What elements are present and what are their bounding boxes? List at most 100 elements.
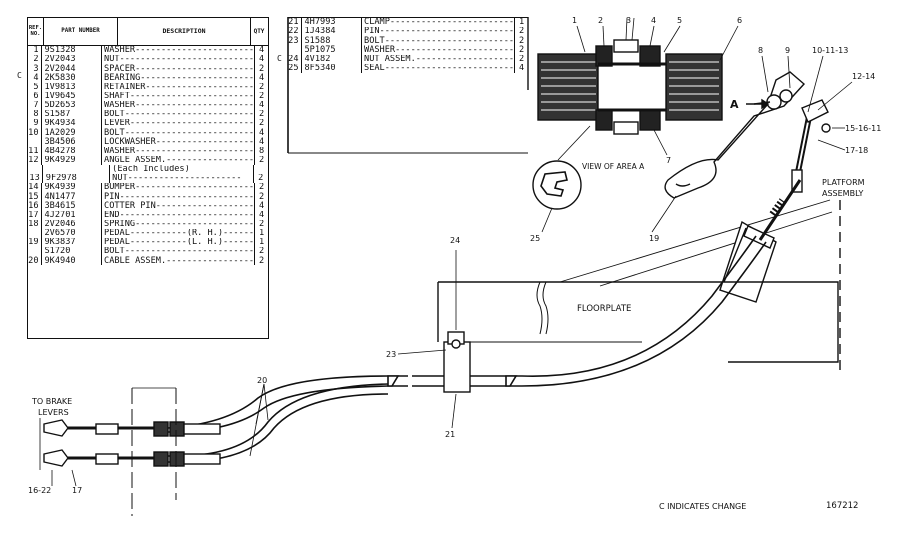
brake-levers-label-1: TO BRAKE [32,397,73,406]
row-description: (Each Includes) [112,164,190,174]
row-ref: 14 [28,183,42,193]
row-ref: 16 [28,201,42,211]
row-description: PEDAL-----------(L. H.)------ [104,237,255,248]
row-ref: 2 [28,55,42,65]
row-part-number: 9K3837 [42,237,103,248]
table-row: (Each Includes) [28,164,268,174]
row-qty: 2 [254,183,268,193]
callout-25: 25 [530,234,541,243]
row-description: END-------------------------- [104,210,255,220]
header-part: PART NUMBER [44,18,118,45]
row-description: WASHER----------------------- [104,100,255,110]
row-part-number: 3B4615 [42,201,103,211]
parts-table-header: REF. NO. PART NUMBER DESCRIPTION QTY [28,18,268,46]
row-qty: 2 [254,192,268,202]
row-description: ANGLE ASSEM.----------------- [104,155,255,165]
row-ref: 21 [288,18,302,28]
row-qty [252,164,268,174]
row-qty: 2 [514,45,528,55]
row-qty: 4 [254,210,268,220]
row-ref: 5 [28,82,42,92]
row-ref: 20 [28,256,42,266]
row-part-number: 2V2044 [42,64,103,74]
row-description: COTTER PIN------------------- [104,201,255,211]
row-part-number: S1720 [42,247,103,257]
row-qty: 2 [254,155,268,165]
row-description: SHAFT------------------------ [104,91,255,101]
floorplate-label: FLOORPLATE [577,304,632,314]
row-description: LOCKWASHER------------------- [104,137,255,147]
row-ref: 22 [288,27,302,37]
cable-bracket [719,179,802,303]
row-description: WASHER----------------------- [104,46,255,56]
row-description: CABLE ASSEM.----------------- [104,256,255,266]
row-part-number: 9K4939 [42,183,103,193]
row-qty: 2 [254,82,268,92]
callout-1: 1 [572,16,578,25]
row-description: NUT ASSEM.------------------- [364,54,515,64]
change-mark: C [17,71,22,81]
row-part-number: 9S1328 [42,46,103,56]
callout-17-18: 17-18 [845,146,869,155]
row-qty: 2 [254,109,268,120]
row-qty: 4 [254,201,268,211]
row-part-number: 4J2701 [42,210,103,220]
row-qty: 1 [254,237,268,248]
callout-16-22: 16-22 [28,486,52,495]
row-qty: 1 [254,228,268,238]
row-ref: 9 [28,119,42,129]
row-ref: 4 [28,73,42,83]
row-description: SPRING----------------------- [104,219,255,229]
callout-17-bottom: 17 [72,486,83,495]
row-part-number: 9K4934 [42,119,103,129]
row-qty: 2 [252,173,268,184]
row-part-number: 2K5830 [42,73,103,83]
row-qty: 2 [254,219,268,229]
callout-24: 24 [450,236,461,245]
callout-3: 3 [626,16,632,25]
callout-8: 8 [758,46,764,55]
row-ref [28,228,42,238]
row-ref [28,137,42,147]
row-ref: 17 [28,210,42,220]
row-description: SPACER----------------------- [104,64,255,74]
row-part-number: 1V9645 [42,91,103,101]
row-qty: 4 [254,55,268,65]
callout-12-14: 12-14 [852,72,876,81]
callout-2: 2 [598,16,604,25]
brake-pedal [664,71,806,199]
row-qty: 4 [254,128,268,138]
callout-9: 9 [785,46,791,55]
row-part-number: 4N1477 [42,192,103,202]
row-description: PIN-------------------------- [364,27,515,37]
row-ref: 15 [28,192,42,202]
cable-end-fittings [39,418,221,487]
row-description: LEVER------------------------ [104,119,255,129]
row-qty: 2 [254,119,268,129]
change-note: C INDICATES CHANGE [659,502,747,511]
row-ref: 7 [28,100,42,110]
row-part-number: 1V9813 [42,82,103,92]
callout-5: 5 [677,16,683,25]
row-ref [28,247,42,257]
